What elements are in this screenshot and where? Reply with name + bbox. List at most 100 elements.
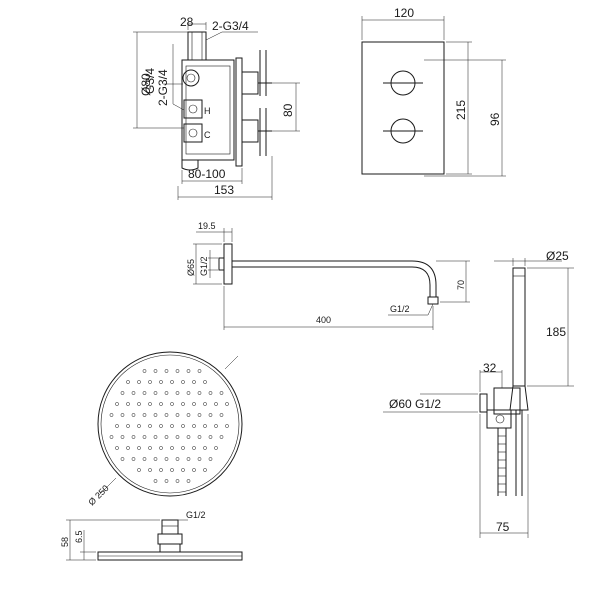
nozzle-dot (164, 369, 169, 373)
nozzle-dot (153, 391, 158, 395)
dim-wall-thread: G1/2 (199, 256, 209, 276)
nozzle-dot (203, 380, 207, 384)
nozzle-dot (192, 424, 196, 428)
nozzle-dot (137, 402, 141, 406)
nozzle-dot (164, 391, 169, 395)
cold-mark: C (204, 130, 211, 140)
nozzle-dot (197, 369, 202, 373)
hand-shower-dimensions: Ø25 185 32 Ø60 G1/2 75 (383, 249, 574, 538)
nozzle-dot (126, 446, 130, 450)
nozzle-dot (192, 446, 196, 450)
nozzle-dot (137, 380, 141, 384)
dim-faceplate-spacing: 96 (488, 112, 502, 126)
dim-height: 80 (281, 103, 295, 117)
nozzle-dot (126, 402, 130, 406)
nozzle-dot (175, 457, 180, 461)
nozzle-dot (181, 446, 185, 450)
nozzle-dot (142, 435, 147, 439)
dim-total-depth: 153 (214, 183, 234, 197)
shower-head-side-dimensions: G1/2 58 6.5 (60, 510, 206, 561)
nozzle-dot (203, 424, 207, 428)
dim-inlet-g34: G3/4 (143, 68, 157, 94)
nozzle-dot (170, 446, 174, 450)
nozzle-dot (197, 391, 202, 395)
nozzle-dot (142, 369, 147, 373)
nozzle-dot (208, 435, 213, 439)
nozzle-dot (137, 468, 141, 472)
nozzle-dot (170, 468, 174, 472)
shower-head-top-view (97, 351, 243, 497)
nozzle-dot (120, 435, 125, 439)
nozzle-dot (197, 435, 202, 439)
nozzle-dot (181, 402, 185, 406)
dim-top-width: 28 (180, 15, 194, 29)
nozzle-dot (197, 457, 202, 461)
nozzle-dot (115, 402, 119, 406)
nozzle-dot (115, 424, 119, 428)
dim-elbow: Ø60 G1/2 (389, 397, 441, 411)
nozzle-dot (148, 380, 152, 384)
nozzle-dot (153, 413, 158, 417)
nozzle-dot (131, 413, 136, 417)
shower-arm-view (218, 243, 439, 305)
dim-arm-outlet-thread: G1/2 (390, 304, 410, 314)
nozzle-dot (225, 424, 229, 428)
nozzle-dot (159, 424, 163, 428)
faceplate-dimensions: 120 215 96 (361, 6, 506, 177)
nozzle-dot (186, 391, 191, 395)
nozzle-dot (219, 391, 224, 395)
nozzle-dot (186, 413, 191, 417)
nozzle-grid (109, 369, 229, 483)
dim-projection: 75 (496, 520, 510, 534)
nozzle-dot (126, 424, 130, 428)
nozzle-dot (159, 402, 163, 406)
nozzle-dot (214, 402, 218, 406)
valve-dimensions: 28 2-G3/4 Ø80 G3/4 2-G3/4 80 80-100 153 (133, 15, 300, 200)
nozzle-dot (203, 446, 207, 450)
nozzle-dot (153, 435, 158, 439)
dim-arm-drop: 70 (456, 280, 466, 290)
nozzle-dot (131, 391, 136, 395)
dim-diameter: Ø80 (139, 73, 153, 96)
nozzle-dot (148, 402, 152, 406)
nozzle-dot (208, 457, 213, 461)
nozzle-dot (159, 468, 163, 472)
dim-head-connection: G1/2 (186, 510, 206, 520)
nozzle-dot (164, 435, 169, 439)
nozzle-dot (120, 413, 125, 417)
nozzle-dot (208, 391, 213, 395)
nozzle-dot (175, 479, 180, 483)
nozzle-dot (109, 435, 114, 439)
nozzle-dot (115, 446, 119, 450)
nozzle-dot (153, 457, 158, 461)
dim-faceplate-height: 215 (454, 100, 468, 120)
dim-handset-length: 185 (546, 325, 566, 339)
hand-shower-view (479, 267, 529, 496)
faceplate-front-view (361, 41, 445, 175)
nozzle-dot (186, 457, 191, 461)
nozzle-dot (181, 468, 185, 472)
nozzle-dot (175, 413, 180, 417)
nozzle-dot (192, 380, 196, 384)
nozzle-dot (148, 424, 152, 428)
nozzle-dot (181, 424, 185, 428)
nozzle-dot (197, 413, 202, 417)
nozzle-dot (170, 424, 174, 428)
nozzle-dot (186, 435, 191, 439)
dim-depth-range: 80-100 (188, 167, 226, 181)
nozzle-dot (175, 391, 180, 395)
nozzle-dot (159, 380, 163, 384)
nozzle-dot (137, 424, 141, 428)
nozzle-dot (214, 446, 218, 450)
nozzle-dot (109, 413, 114, 417)
hot-mark: H (204, 106, 211, 116)
dim-flange-depth: 19.5 (198, 221, 216, 231)
dim-head-plate: 6.5 (74, 530, 84, 543)
dim-head-diameter: Ø 250 (86, 483, 110, 507)
dim-arm-length: 400 (316, 315, 331, 325)
nozzle-dot (120, 457, 125, 461)
nozzle-dot (192, 468, 196, 472)
dim-head-height: 58 (60, 537, 70, 547)
nozzle-dot (120, 391, 125, 395)
nozzle-dot (186, 479, 191, 483)
